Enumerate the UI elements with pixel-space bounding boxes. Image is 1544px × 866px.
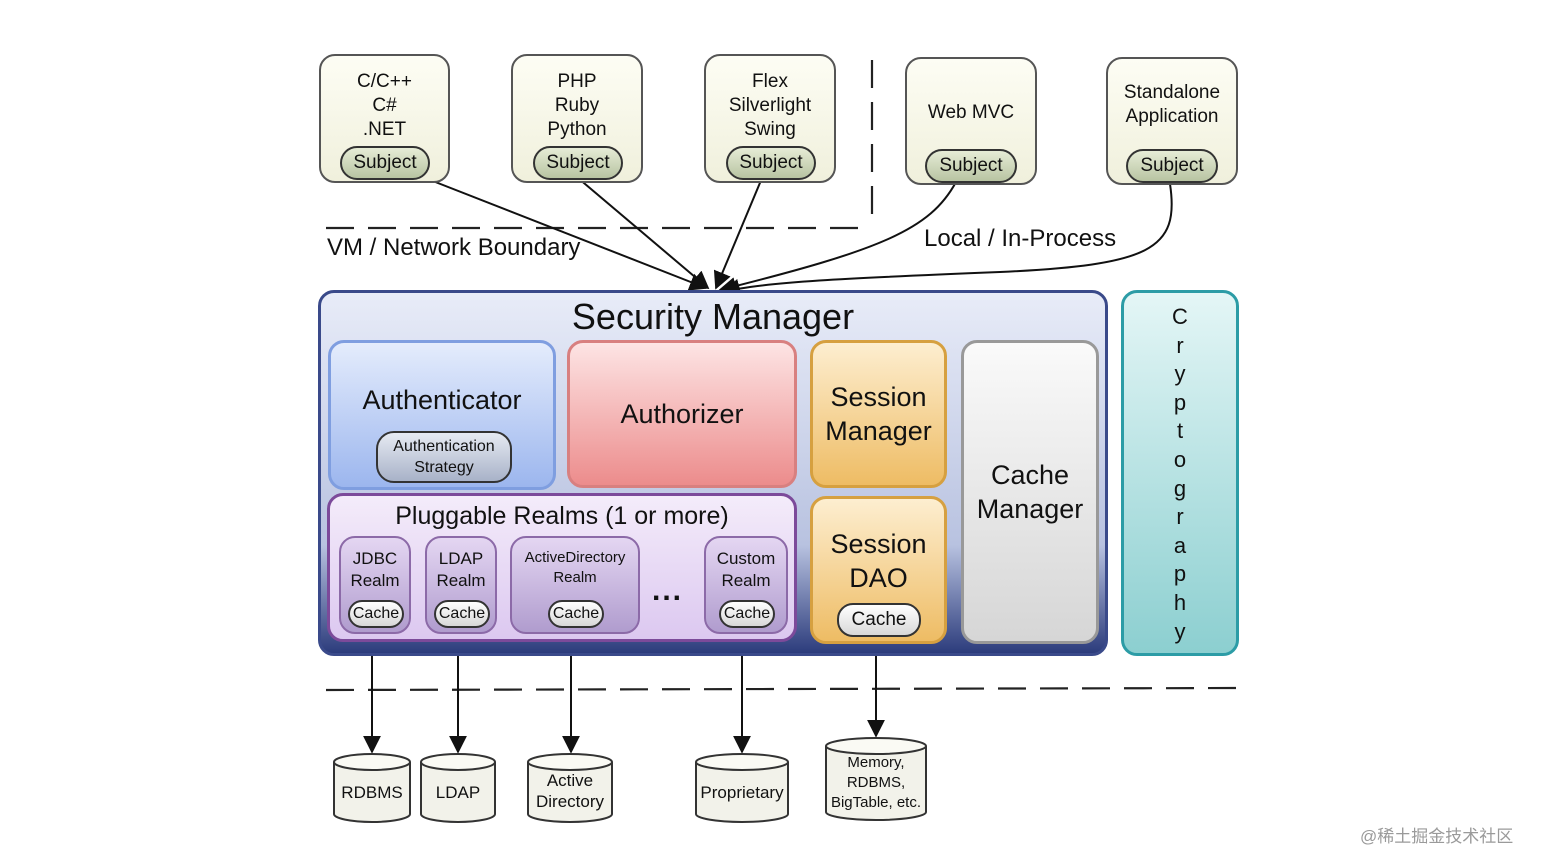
authentication-strategy: Authentication Strategy [376,431,512,483]
session-manager-label: Session Manager [825,382,932,446]
session-dao-box: Session DAO Cache [810,496,947,644]
vm-network-boundary-label: VM / Network Boundary [327,234,581,261]
subject-pill: Subject [1126,149,1218,183]
realm-cache: Cache [719,600,775,628]
realm-activedirectory-label: ActiveDirectory Realm [524,549,626,586]
client-webmvc: Web MVC Subject [905,57,1037,185]
realm-ldap-label: LDAP Realm [436,549,486,590]
subject-pill: Subject [726,146,816,180]
local-in-process-label: Local / In-Process [924,225,1117,252]
realm-ldap: LDAP Realm Cache [425,536,497,634]
arrow-flex [713,177,763,290]
session-dao-label: Session DAO [830,529,927,593]
cryptography-letter: y [1174,361,1186,387]
datastore-rdbms: RDBMS [341,783,403,802]
authenticator-box: Authenticator Authentication Strategy [328,340,556,490]
subject-pill: Subject [533,146,623,180]
arrow-standalone [722,183,1173,297]
client-standalone-label: Standalone Application [1123,82,1221,127]
security-manager-title: Security Manager [571,296,855,337]
realm-custom-label: Custom Realm [716,549,776,590]
cryptography-letter: o [1173,446,1187,472]
client-cpp: C/C++ C# .NET Subject [319,54,450,183]
datastore-proprietary: Proprietary [700,783,784,802]
datastore-memory-rdbms-bigtable: Memory, RDBMS, BigTable, etc. [830,754,922,811]
client-php: PHP Ruby Python Subject [511,54,643,183]
client-cpp-label: C/C++ C# .NET [357,71,412,140]
client-php-label: PHP Ruby Python [547,71,607,140]
realm-custom: Custom Realm Cache [704,536,788,634]
authorizer-label: Authorizer [620,398,744,429]
pluggable-realms-title: Pluggable Realms (1 or more) [395,502,729,530]
session-manager-box: Session Manager [810,340,947,488]
watermark: @稀土掘金技术社区 [1360,827,1514,846]
cache-manager-label: Cache Manager [976,460,1084,524]
arrow-webmvc [718,181,957,295]
client-webmvc-label: Web MVC [927,102,1015,123]
cryptography-letter: y [1174,618,1186,644]
cryptography-letter: h [1173,589,1187,615]
vm-network-boundary-line [326,60,874,230]
cryptography-letter: r [1176,332,1184,358]
client-flex: Flex Silverlight Swing Subject [704,54,836,183]
realm-cache: Cache [548,600,604,628]
cryptography-letter: a [1173,532,1187,558]
session-dao-cache: Cache [837,603,921,637]
cryptography-letter: r [1176,504,1184,530]
datastore-cylinders [333,737,927,823]
subject-pill: Subject [925,149,1017,183]
arrow-php [577,177,710,290]
cryptography-letter: t [1176,418,1184,444]
storage-boundary-line [325,686,1245,692]
cryptography-letter: p [1173,389,1187,415]
authorizer-box: Authorizer [567,340,797,488]
datastore-ldap: LDAP [435,783,481,802]
authenticator-label: Authenticator [362,385,522,415]
realm-jdbc: JDBC Realm Cache [339,536,411,634]
realm-cache: Cache [434,600,490,628]
realm-cache: Cache [348,600,404,628]
client-standalone: Standalone Application Subject [1106,57,1238,185]
realm-activedirectory: ActiveDirectory Realm Cache [510,536,640,634]
client-flex-label: Flex Silverlight Swing [728,71,812,140]
realm-jdbc-label: JDBC Realm [350,549,400,590]
cryptography-letter: g [1173,475,1187,501]
realms-ellipsis: ... [652,574,684,607]
datastore-active-directory: Active Directory [535,771,604,811]
pluggable-realms-box: Pluggable Realms (1 or more) JDBC Realm … [327,493,797,642]
subject-pill: Subject [340,146,430,180]
cryptography-letter: p [1173,561,1187,587]
arrow-cpp [419,175,708,291]
cache-manager-box: Cache Manager [961,340,1099,644]
cryptography-letter: C [1172,304,1188,329]
